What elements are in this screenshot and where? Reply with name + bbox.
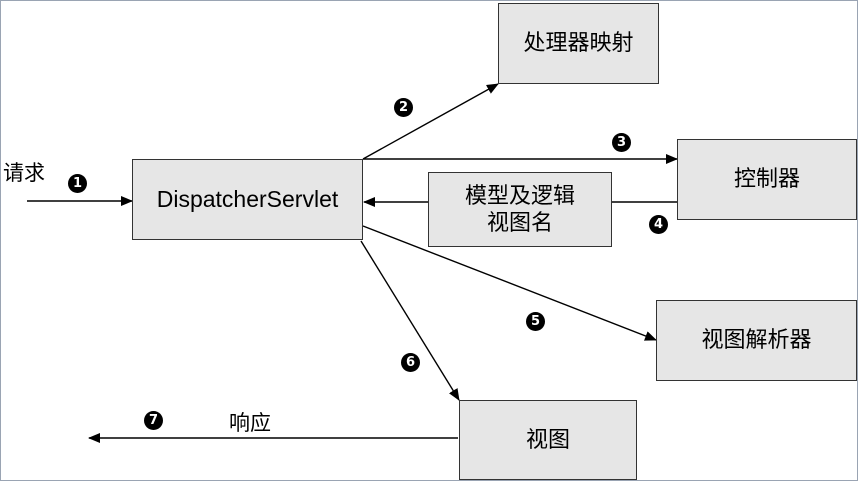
step-4-badge: 4 xyxy=(649,215,668,234)
step-3-badge: 3 xyxy=(612,133,631,152)
arrow-to-view-resolver xyxy=(362,225,657,341)
step-6-badge: 6 xyxy=(401,353,420,372)
model-view-box: 模型及逻辑 视图名 xyxy=(428,172,612,247)
step-2-badge: 2 xyxy=(394,98,413,117)
model-view-line-2: 视图名 xyxy=(486,210,553,236)
arrow-to-view xyxy=(360,240,460,401)
controller-box: 控制器 xyxy=(677,139,857,220)
request-label: 请求 xyxy=(3,161,45,185)
handler-mapping-box: 处理器映射 xyxy=(498,3,659,84)
step-7-badge: 7 xyxy=(144,411,163,430)
step-1-badge: 1 xyxy=(68,174,87,193)
step-5-badge: 5 xyxy=(526,312,545,331)
model-view-line-1: 模型及逻辑 xyxy=(464,183,575,209)
controller-label: 控制器 xyxy=(733,167,800,192)
view-resolver-label: 视图解析器 xyxy=(701,328,812,353)
view-resolver-box: 视图解析器 xyxy=(656,300,857,381)
view-box: 视图 xyxy=(459,400,637,480)
handler-mapping-label: 处理器映射 xyxy=(523,31,634,56)
view-label: 视图 xyxy=(525,427,570,453)
dispatcher-servlet-box: DispatcherServlet xyxy=(132,159,363,240)
dispatcher-servlet-label: DispatcherServlet xyxy=(156,186,339,212)
arrow-to-handler-mapping xyxy=(362,83,499,160)
response-label: 响应 xyxy=(229,411,271,435)
